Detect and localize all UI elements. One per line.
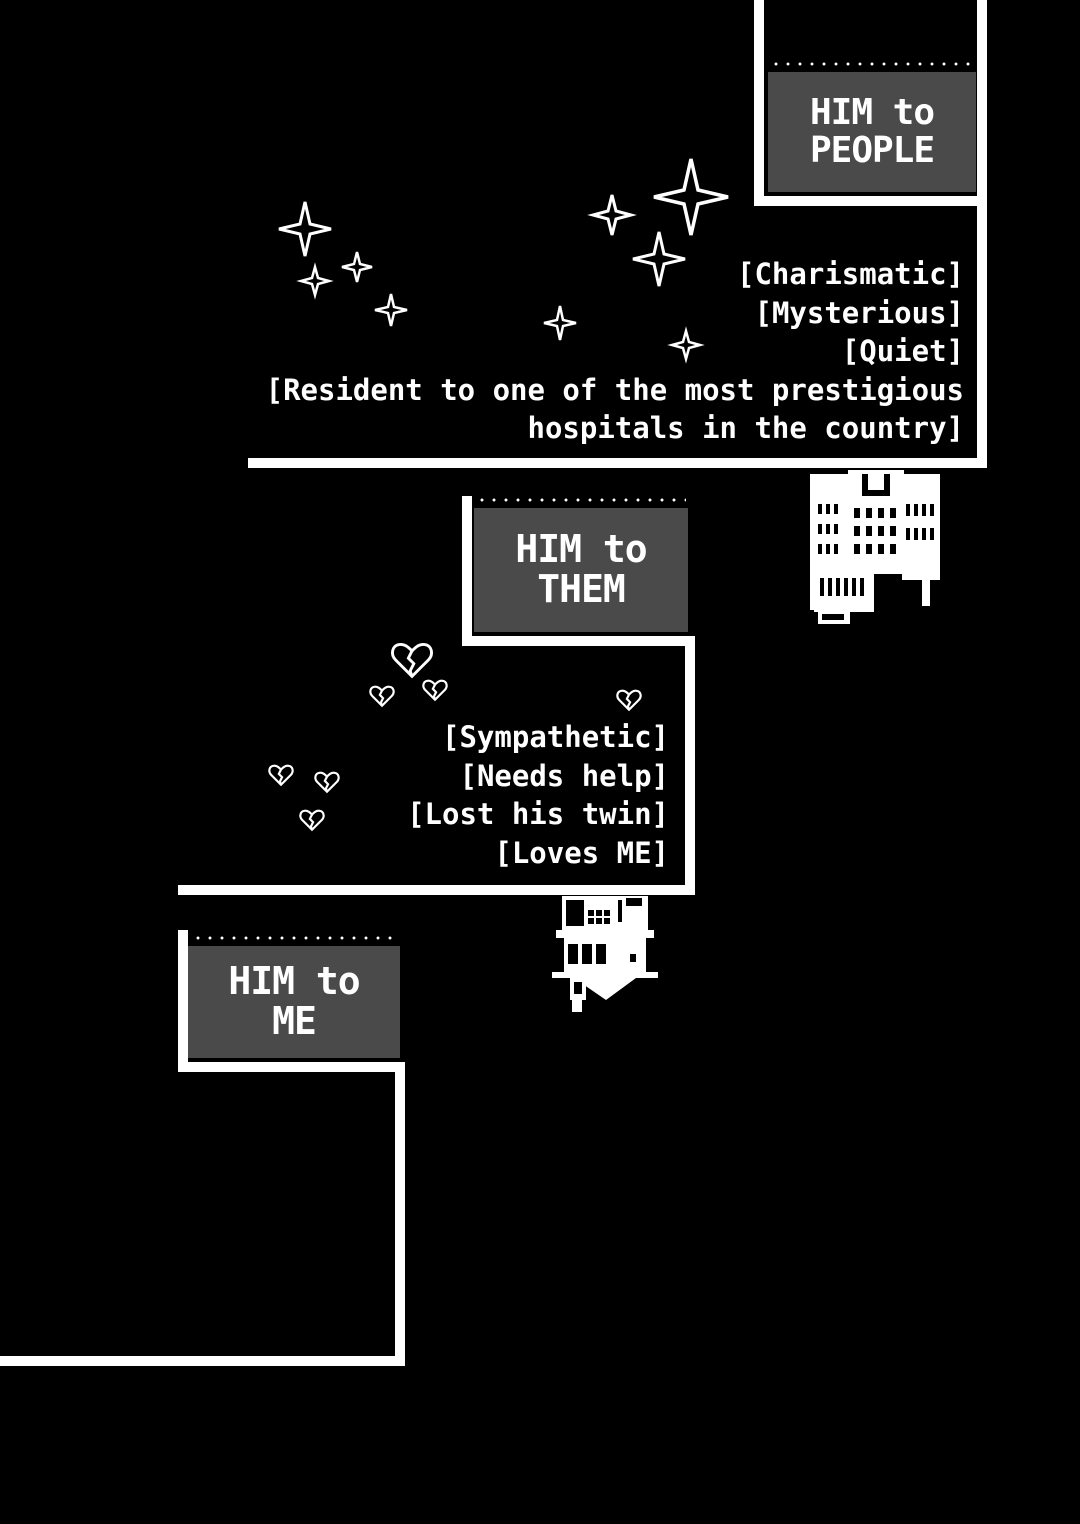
frame-line <box>178 885 695 895</box>
frame-line <box>178 1062 405 1072</box>
dotted-border <box>192 934 398 942</box>
section-label-people: HIM to PEOPLE <box>768 72 976 192</box>
section-label-line: HIM to <box>809 92 935 134</box>
sparkle-icon <box>341 251 373 283</box>
sparkle-icon <box>296 262 334 300</box>
trait-item: [Mysterious] <box>754 295 964 330</box>
trait-item: [Resident to one of the most prestigious <box>265 372 964 407</box>
broken-heart-icon <box>422 679 448 702</box>
house-icon <box>552 896 658 1012</box>
broken-heart-icon <box>268 764 294 787</box>
section-label-line: ME <box>272 999 317 1043</box>
frame-line <box>685 636 695 895</box>
frame-line <box>462 496 472 646</box>
frame-line <box>754 0 764 206</box>
dotted-border <box>476 496 686 504</box>
trait-item: [Lost his twin] <box>407 797 669 831</box>
sparkle-icon <box>587 194 637 236</box>
broken-heart-icon <box>391 642 433 679</box>
trait-item: [Quiet] <box>841 334 964 368</box>
section-label-line: THEM <box>537 567 626 611</box>
sparkle-icon <box>543 305 577 341</box>
frame-line <box>395 1062 405 1366</box>
frame-line <box>462 636 695 646</box>
trait-item: [Loves ME] <box>494 835 669 870</box>
frame-line <box>754 196 987 206</box>
broken-heart-icon <box>299 809 325 832</box>
section-label-them: HIM to THEM <box>474 508 688 632</box>
trait-list-them: [Sympathetic] [Needs help] [Lost his twi… <box>407 718 669 872</box>
trait-item: [Needs help] <box>459 758 669 793</box>
trait-item: [Sympathetic] <box>442 720 669 754</box>
sparkle-icon <box>374 293 408 327</box>
section-label-me: HIM to ME <box>188 946 400 1058</box>
sparkle-icon <box>653 158 729 236</box>
section-label-line: HIM to <box>228 959 360 1004</box>
broken-heart-icon <box>369 685 395 708</box>
sparkle-icon <box>667 326 705 364</box>
frame-line <box>0 1356 405 1366</box>
trait-item: hospitals in the country] <box>527 411 965 445</box>
frame-line <box>178 930 188 1072</box>
dotted-border <box>770 60 976 68</box>
sparkle-icon <box>632 231 686 287</box>
broken-heart-icon <box>314 771 340 794</box>
trait-list-people: [Charismatic] [Mysterious] [Quiet] [Resi… <box>266 255 964 448</box>
trait-item: [Charismatic] <box>737 257 964 291</box>
sparkle-icon <box>278 201 332 257</box>
broken-heart-icon <box>616 689 642 712</box>
hospital-building-icon <box>810 470 940 624</box>
frame-line <box>977 0 987 468</box>
frame-line <box>248 458 987 468</box>
section-label-line: PEOPLE <box>809 130 935 171</box>
section-label-line: HIM to <box>515 527 647 572</box>
